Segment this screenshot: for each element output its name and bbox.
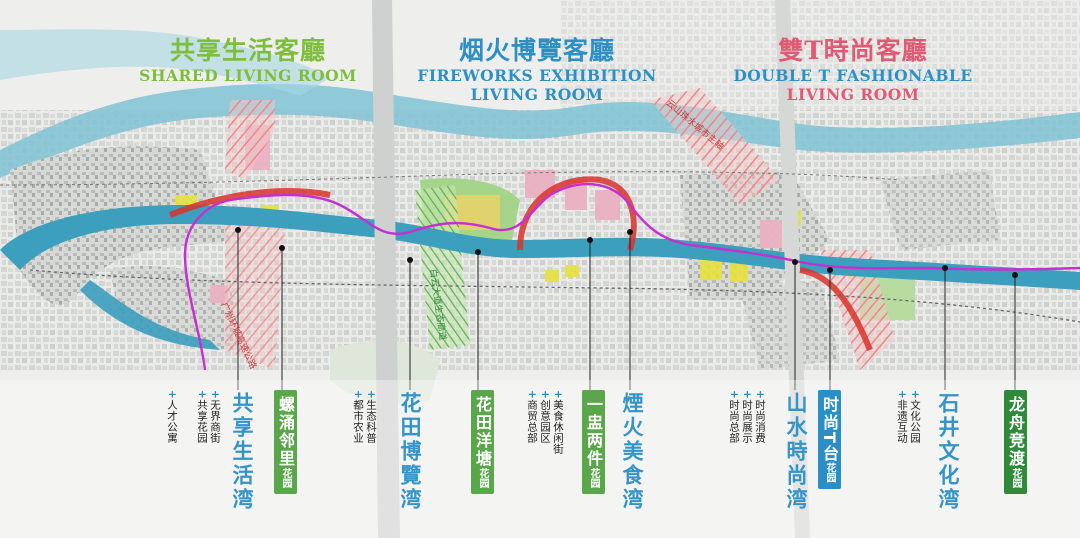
- callout-garden-badge: 时尚T台花园: [818, 390, 841, 489]
- callout-bay-title: 山水時尚湾: [784, 392, 809, 512]
- plus-icon: +: [909, 390, 921, 400]
- callout-feature-text: 时尚展示: [741, 399, 753, 444]
- header-shared-en: SHARED LIVING ROOM: [139, 66, 357, 85]
- plus-icon: +: [539, 390, 551, 400]
- label-area-fade: [0, 380, 1080, 538]
- urban-blocks-north: [560, 0, 1080, 120]
- garden-badge-suffix: 花园: [280, 468, 291, 488]
- residential-blocks: [210, 125, 782, 303]
- river-branch: [80, 280, 220, 350]
- callout-feature-text: 都市农业: [352, 399, 364, 444]
- callout-garden-badge: 一盅两件花园: [582, 390, 605, 494]
- callout-anchor-dots: [235, 227, 1018, 278]
- garden-badge-name: 花田洋塘: [473, 396, 492, 468]
- highway-west: [372, 0, 400, 538]
- garden-badge-suffix: 花园: [1010, 468, 1021, 488]
- plus-icon: +: [209, 390, 221, 400]
- callout-feature-text: 人才公寓: [166, 399, 178, 444]
- plus-icon: +: [754, 390, 766, 400]
- header-shared-living-room: 共享生活客廳 SHARED LIVING ROOM: [117, 36, 379, 85]
- plus-icon: +: [166, 390, 178, 400]
- callout-feature-text: 时尚消费: [754, 399, 766, 444]
- garden-badge-suffix: 花园: [477, 468, 488, 488]
- header-shared-zh: 共享生活客廳: [169, 36, 326, 65]
- callout-feature-text: 时尚总部: [728, 399, 740, 444]
- callout-garden-badge: 龙舟竞渡花园: [1004, 390, 1027, 494]
- header-double-t-zh: 雙T時尚客廳: [778, 36, 928, 65]
- callout-feature-item: +时尚总部: [728, 390, 740, 444]
- callout-feature-text: 美食休闲街: [552, 399, 564, 455]
- callout-feature-item: +生态科普: [365, 390, 377, 444]
- ring-dotted-line: [29, 269, 1080, 323]
- far-east-blocks: [880, 170, 1000, 250]
- callout-feature-item: +无界商街: [209, 390, 221, 444]
- garden-badge-suffix: 花园: [824, 462, 835, 483]
- header-double-t-en2: LIVING ROOM: [786, 85, 920, 104]
- callout-feature-item: +人才公寓: [166, 390, 178, 444]
- callout-feature-item: +非遗互动: [896, 390, 908, 444]
- garden-badge-name: 螺涌邻里: [276, 396, 295, 468]
- garden-badge-name: 一盅两件: [584, 396, 603, 468]
- plus-icon: +: [728, 390, 740, 400]
- highway-east: [775, 0, 810, 538]
- callout-feature-item: +都市农业: [352, 390, 364, 444]
- plus-icon: +: [896, 390, 908, 400]
- callout-feature-text: 非遗互动: [896, 399, 908, 444]
- guangzhou-ring-hatch: [225, 210, 285, 370]
- garden-badge-name: 时尚T台: [820, 396, 839, 463]
- callout-feature-text: 商贸总部: [526, 399, 538, 444]
- fireworks-zone-outline: [168, 176, 873, 352]
- header-fireworks-en2: LIVING ROOM: [470, 85, 604, 104]
- plus-icon: +: [365, 390, 377, 400]
- fashion-t-hatch: [820, 250, 895, 370]
- callout-feature-item: +商贸总部: [526, 390, 538, 444]
- callout-feature-item: +美食休闲街: [552, 390, 564, 455]
- plus-icon: +: [526, 390, 538, 400]
- callout-garden-badge: 螺涌邻里花园: [274, 390, 297, 494]
- river-route: [183, 183, 1080, 371]
- callout-bay-title: 共享生活湾: [230, 392, 255, 512]
- plus-icon: +: [352, 390, 364, 400]
- callout-feature-text: 生态科普: [365, 399, 377, 444]
- shanshui-axis-hatch: [650, 88, 780, 205]
- header-double-t-en1: DOUBLE T FASHIONABLE: [733, 66, 973, 85]
- header-fireworks-en1: FIREWORKS EXHIBITION: [417, 66, 657, 85]
- callout-bay-title: 花田博覽湾: [398, 392, 423, 512]
- callout-feature-item: +文化公园: [909, 390, 921, 444]
- north-dotted-line: [0, 171, 901, 186]
- header-fireworks-zh: 烟火博覽客廳: [458, 36, 615, 65]
- garden-badge-name: 龙舟竞渡: [1006, 396, 1025, 468]
- callout-bay-title: 煙火美食湾: [620, 392, 645, 512]
- callout-feature-text: 共享花园: [196, 399, 208, 444]
- plus-icon: +: [196, 390, 208, 400]
- callout-feature-item: +时尚展示: [741, 390, 753, 444]
- callout-feature-item: +创意园区: [539, 390, 551, 444]
- callout-feature-text: 无界商街: [209, 399, 221, 444]
- north-axis-hatch: [225, 100, 275, 180]
- plus-icon: +: [741, 390, 753, 400]
- callout-feature-text: 文化公园: [909, 399, 921, 444]
- callout-feature-item: +时尚消费: [754, 390, 766, 444]
- callout-feature-text: 创意园区: [539, 399, 551, 444]
- garden-badge-suffix: 花园: [588, 468, 599, 488]
- callout-leaders: [237, 230, 1016, 390]
- header-fireworks-living-room: 烟火博覽客廳 FIREWORKS EXHIBITION LIVING ROOM: [400, 36, 674, 104]
- plus-icon: +: [552, 390, 564, 400]
- callout-bay-title: 石井文化湾: [936, 392, 961, 512]
- north-west-water: [0, 29, 330, 97]
- main-river: [0, 205, 1080, 290]
- callout-feature-item: +共享花园: [196, 390, 208, 444]
- header-double-t-living-room: 雙T時尚客廳 DOUBLE T FASHIONABLE LIVING ROOM: [706, 36, 1000, 104]
- callout-garden-badge: 花田洋塘花园: [471, 390, 494, 494]
